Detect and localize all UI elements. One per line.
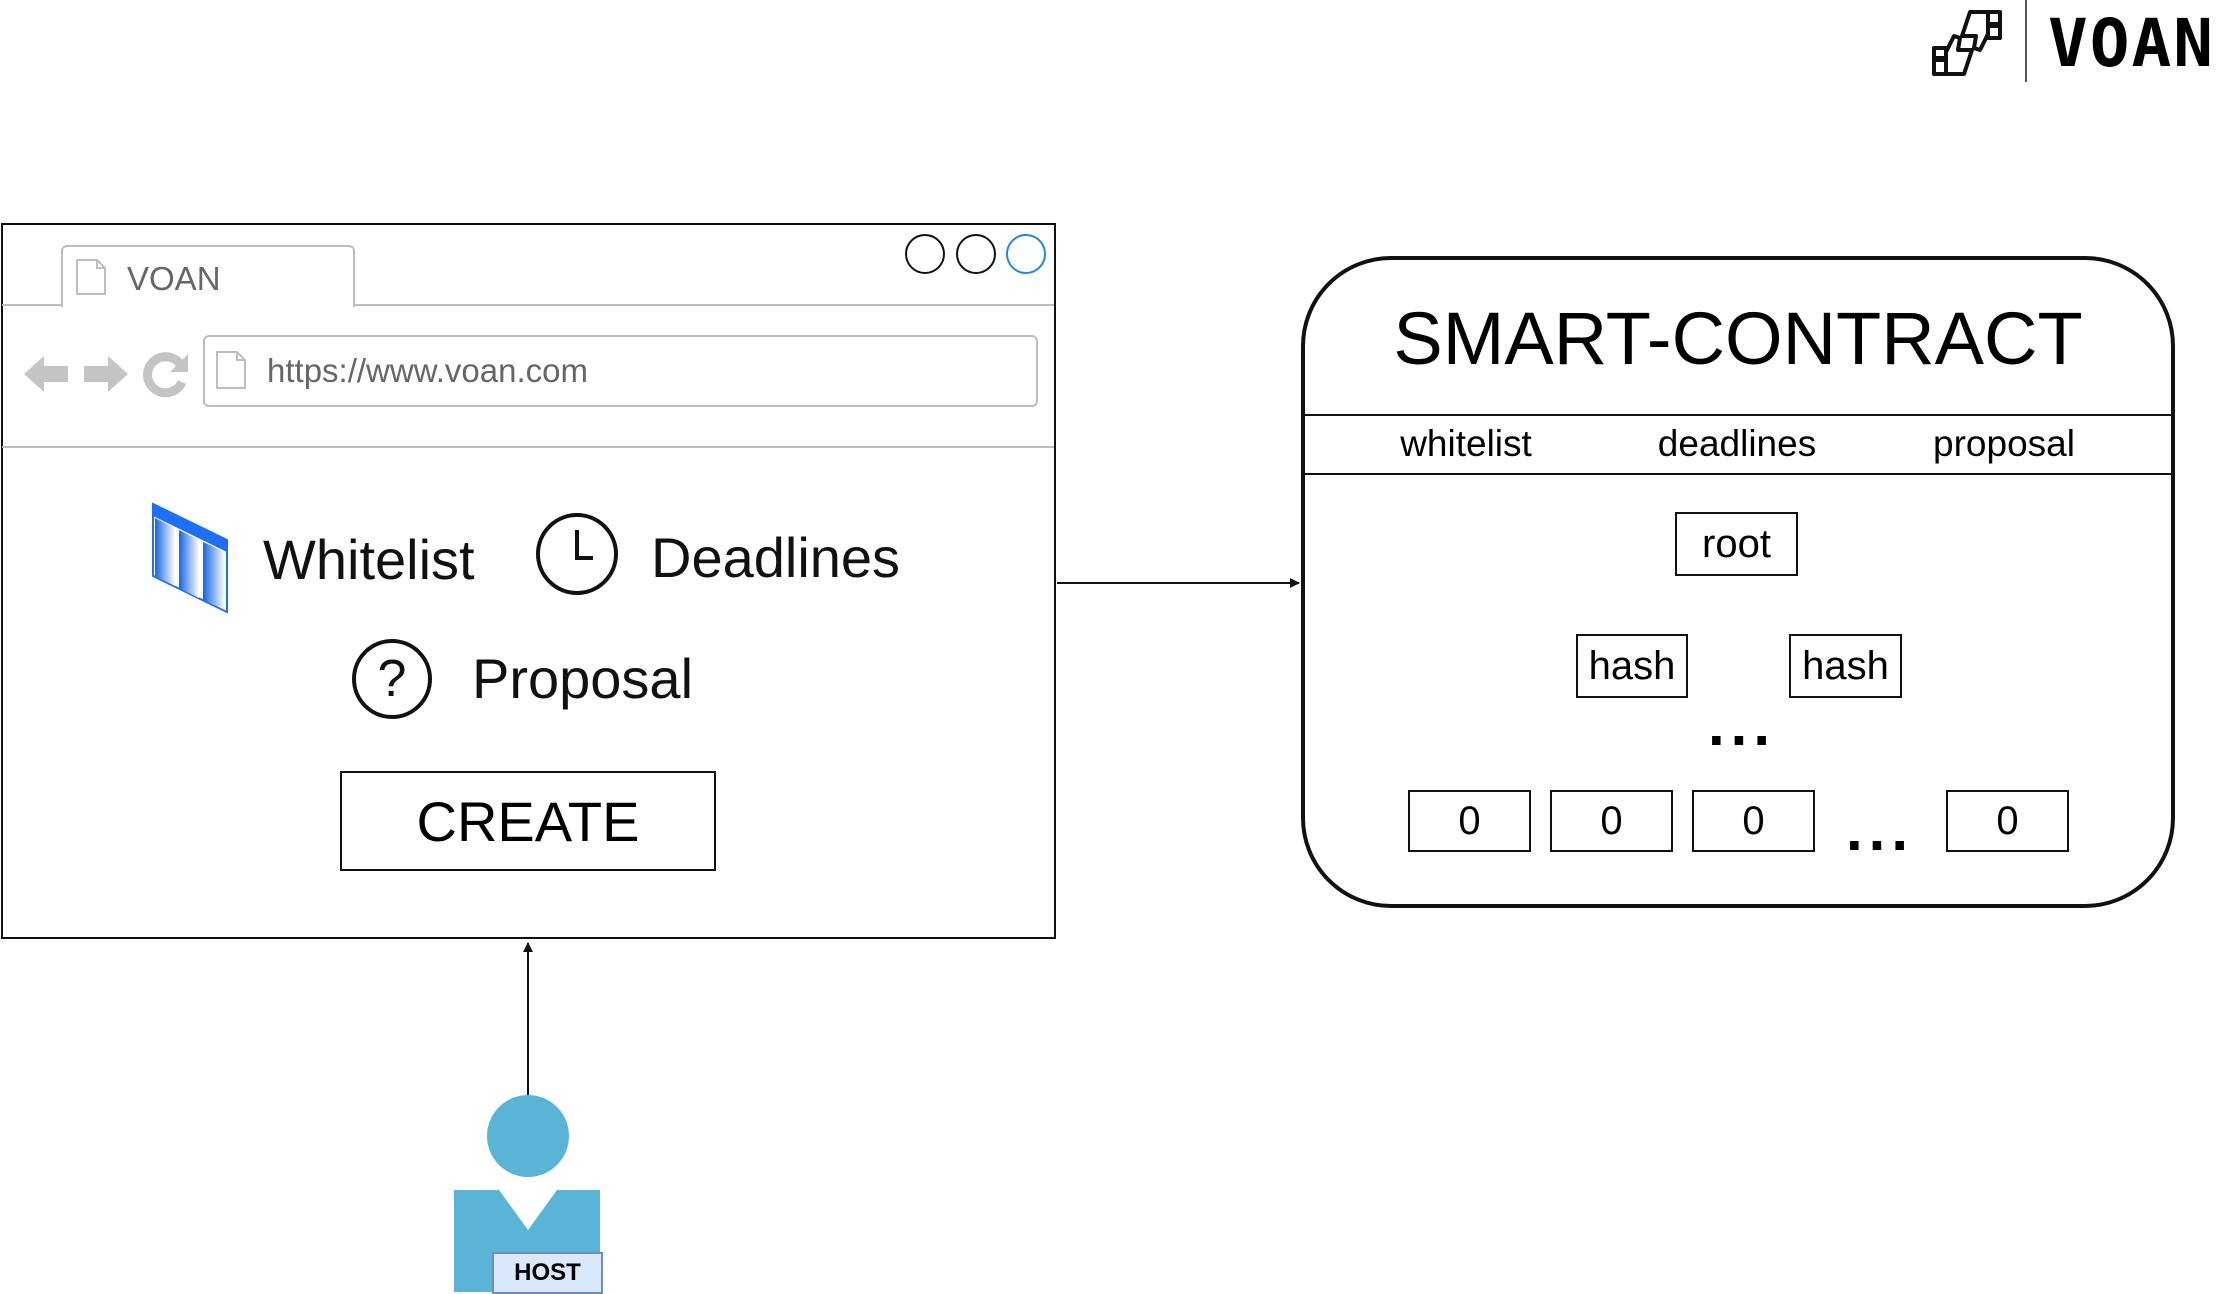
tree-hash-node: hash [1789,634,1902,698]
contract-column-deadlines: deadlines [1657,423,1817,464]
tab-baseline [354,304,1054,306]
tree-root-node: root [1675,512,1798,576]
reload-icon[interactable] [142,350,190,398]
url-text: https://www.voan.com [267,352,588,389]
table-icon [152,502,228,614]
logo-wordmark: VOAN [2048,5,2215,82]
tab-baseline [2,304,62,306]
browser-tab[interactable] [61,245,355,307]
clock-icon [536,513,618,595]
contract-columns-divider [1303,473,2173,475]
tree-hash-node: hash [1576,634,1688,698]
feature-deadlines[interactable]: Deadlines [651,526,901,589]
back-arrow-icon[interactable] [22,350,70,398]
contract-column-whitelist: whitelist [1400,423,1532,464]
page-icon [76,259,106,295]
create-button[interactable]: CREATE [340,771,716,871]
feature-proposal[interactable]: Proposal [472,647,694,710]
tree-leaf-node: 0 [1408,790,1531,852]
host-label: HOST [492,1252,603,1294]
logo-divider [2025,0,2027,82]
window-button-3[interactable] [1006,234,1046,274]
page-icon [216,351,246,389]
window-button-1[interactable] [905,234,945,274]
contract-title: SMART-CONTRACT [1393,297,2083,380]
tree-leaf-node: 0 [1946,790,2069,852]
window-button-2[interactable] [956,234,996,274]
toolbar-divider [2,446,1054,448]
leaf-ellipsis: ... [1846,796,1915,863]
question-mark-icon: ? [352,639,432,719]
contract-column-proposal: proposal [1933,423,2075,464]
tree-leaf-node: 0 [1550,790,1673,852]
tree-leaf-node: 0 [1692,790,1815,852]
address-bar[interactable] [203,335,1038,407]
contract-header-divider [1303,414,2173,416]
feature-whitelist[interactable]: Whitelist [263,528,475,591]
svg-text:?: ? [378,650,407,708]
tree-ellipsis: ... [1708,691,1777,758]
thumbs-logo-icon [1932,10,2002,76]
forward-arrow-icon[interactable] [82,350,130,398]
tab-title: VOAN [127,260,221,297]
